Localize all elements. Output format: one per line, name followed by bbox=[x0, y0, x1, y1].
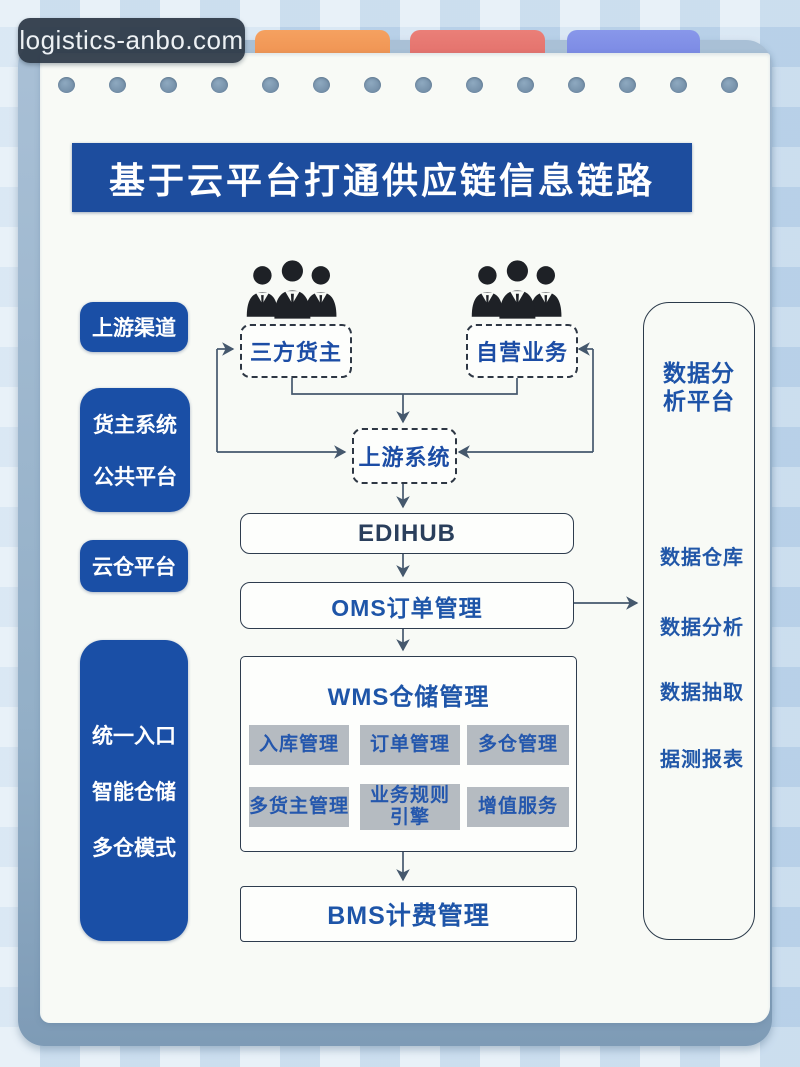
data-platform-item-analysis: 数据分析 bbox=[660, 617, 744, 639]
punch-hole bbox=[568, 77, 585, 93]
watermark-badge: logistics-anbo.com bbox=[18, 18, 245, 63]
punch-hole bbox=[262, 77, 279, 93]
node-label: 自营业务 bbox=[475, 340, 568, 365]
data-platform-item-warehouse: 数据仓库 bbox=[660, 547, 744, 569]
node-label: 上游系统 bbox=[358, 445, 451, 470]
punch-hole bbox=[313, 77, 330, 93]
punch-hole bbox=[670, 77, 687, 93]
sidebar-label: 统一入口 bbox=[92, 724, 176, 748]
punch-hole bbox=[466, 77, 483, 93]
node-label: EDIHUB bbox=[357, 519, 456, 547]
punch-hole bbox=[109, 77, 126, 93]
node-self-operated: 自营业务 bbox=[466, 324, 578, 378]
wms-module-multi-warehouse: 多仓管理 bbox=[467, 725, 569, 765]
sidebar-item-unified-entry: 统一入口 智能仓储 多仓模式 bbox=[80, 640, 188, 941]
wms-module-multi-owner: 多货主管理 bbox=[249, 787, 349, 827]
sidebar-label: 上游渠道 bbox=[92, 317, 176, 340]
sidebar-item-owner-system: 货主系统 公共平台 bbox=[80, 388, 190, 512]
sidebar-label: 公共平台 bbox=[93, 465, 177, 489]
node-label: 三方货主 bbox=[249, 340, 342, 365]
data-platform-item-report: 据测报表 bbox=[660, 749, 744, 771]
people-group-icon bbox=[469, 259, 565, 319]
page-title-text: 基于云平台打通供应链信息链路 bbox=[108, 159, 655, 201]
sidebar-label: 货主系统 bbox=[93, 414, 177, 438]
punch-hole bbox=[415, 77, 432, 93]
sidebar-label: 智能仓储 bbox=[92, 780, 176, 804]
node-third-party-owner: 三方货主 bbox=[240, 324, 352, 378]
node-oms: OMS订单管理 bbox=[240, 582, 574, 629]
data-platform-panel: 数据分 析平台 数据仓库 数据分析 数据抽取 据测报表 bbox=[643, 302, 755, 940]
node-edihub: EDIHUB bbox=[240, 513, 574, 554]
node-wms: WMS仓储管理 入库管理 订单管理 多仓管理 多货主管理 业务规则引擎 增值服务 bbox=[240, 656, 577, 852]
punch-hole bbox=[211, 77, 228, 93]
people-group-icon bbox=[244, 259, 340, 319]
data-platform-title: 数据分 析平台 bbox=[663, 360, 735, 414]
node-bms: BMS计费管理 bbox=[240, 886, 577, 942]
sidebar-label: 多仓模式 bbox=[92, 836, 176, 860]
watermark-text: logistics-anbo.com bbox=[19, 25, 244, 55]
punch-hole bbox=[517, 77, 534, 93]
page-title: 基于云平台打通供应链信息链路 bbox=[72, 143, 692, 212]
sidebar-item-cloud-warehouse: 云仓平台 bbox=[80, 540, 188, 592]
wms-module-value-added: 增值服务 bbox=[467, 787, 569, 827]
node-upstream-system: 上游系统 bbox=[352, 428, 457, 484]
sidebar-item-upstream-channel: 上游渠道 bbox=[80, 302, 188, 352]
wms-module-order: 订单管理 bbox=[360, 725, 460, 765]
wms-title: WMS仓储管理 bbox=[327, 684, 490, 711]
wms-module-inbound: 入库管理 bbox=[249, 725, 349, 765]
wms-module-rule-engine: 业务规则引擎 bbox=[360, 784, 460, 830]
punch-hole bbox=[364, 77, 381, 93]
punch-hole bbox=[58, 77, 75, 93]
punch-hole bbox=[721, 77, 738, 93]
node-label: OMS订单管理 bbox=[331, 594, 483, 621]
punch-hole bbox=[160, 77, 177, 93]
punch-hole bbox=[619, 77, 636, 93]
node-label: BMS计费管理 bbox=[327, 902, 490, 930]
sidebar-label: 云仓平台 bbox=[92, 556, 176, 579]
data-platform-item-extraction: 数据抽取 bbox=[660, 682, 744, 704]
